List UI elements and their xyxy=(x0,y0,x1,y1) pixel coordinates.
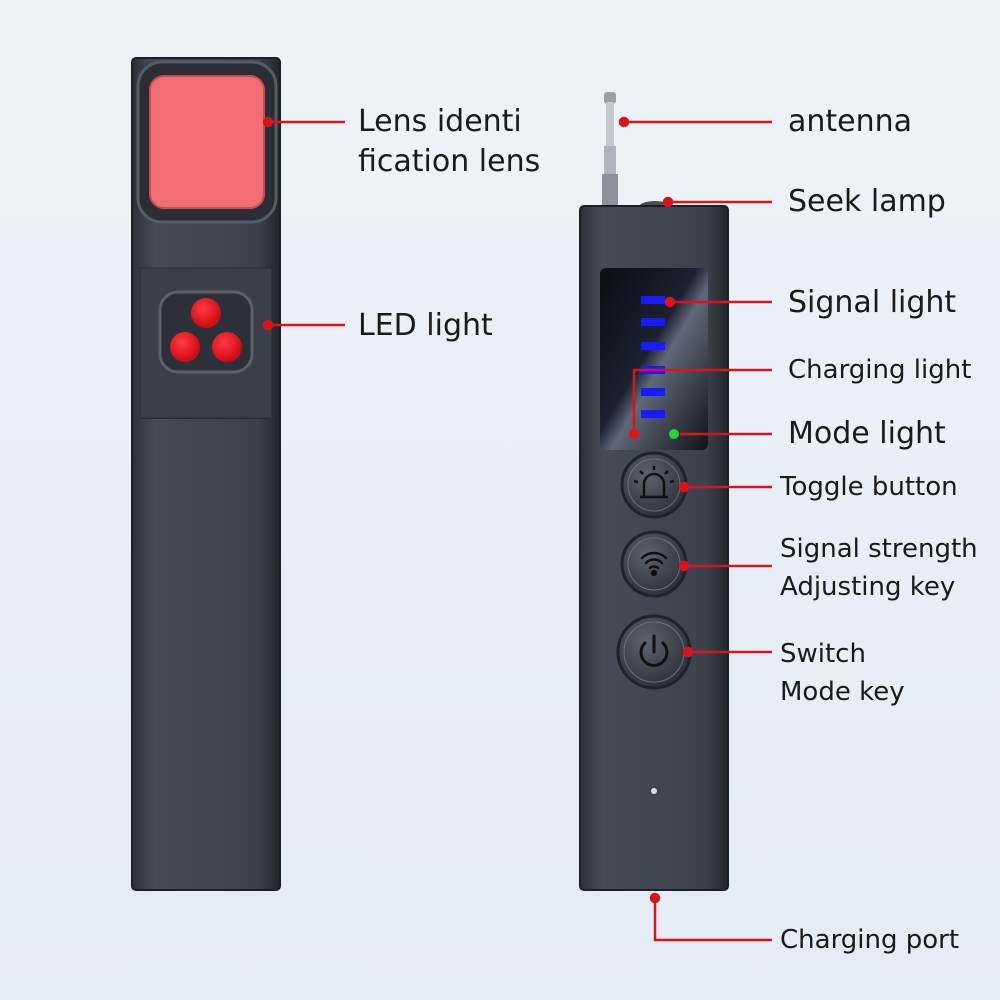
switch-mode-label-line2: Mode key xyxy=(780,677,905,707)
display-screen xyxy=(600,268,708,450)
mode-light xyxy=(669,429,679,439)
lens-label-line2: fication lens xyxy=(358,144,541,179)
charging-light-label: Charging light xyxy=(788,355,972,385)
switch-mode-label-line1: Switch xyxy=(780,639,866,669)
pinhole xyxy=(651,788,657,794)
callout-lines xyxy=(262,116,772,942)
signal-strength-adjusting-key[interactable] xyxy=(620,530,688,598)
led-light-left xyxy=(170,332,200,362)
left-device xyxy=(131,57,281,891)
left-device-body xyxy=(132,58,280,890)
switch-mode-label: Switch Mode key xyxy=(780,635,905,711)
mode-light-label: Mode light xyxy=(788,416,946,451)
signal-bar xyxy=(641,296,665,304)
power-icon xyxy=(639,634,669,667)
toggle-button[interactable] xyxy=(620,451,688,519)
signal-strength-label-line1: Signal strength xyxy=(780,534,978,564)
led-light-top xyxy=(191,298,221,328)
charging-light xyxy=(629,429,639,439)
antenna xyxy=(606,102,614,148)
charging-port-label: Charging port xyxy=(780,925,960,955)
signal-bar xyxy=(641,388,665,396)
signal-strength-label-line2: Adjusting key xyxy=(780,572,956,602)
wifi-icon xyxy=(640,551,668,577)
signal-light-label: Signal light xyxy=(788,285,957,320)
signal-bar xyxy=(641,342,665,350)
seek-lamp-label: Seek lamp xyxy=(788,184,946,219)
lens-label-line1: Lens identi xyxy=(358,104,522,139)
led-label: LED light xyxy=(358,308,493,343)
right-device xyxy=(579,92,729,891)
toggle-button-label: Toggle button xyxy=(780,472,958,502)
identification-lens xyxy=(150,76,264,208)
signal-bar xyxy=(641,410,665,418)
switch-mode-key[interactable] xyxy=(616,614,692,690)
siren-icon xyxy=(633,466,675,499)
lens-label: Lens identi fication lens xyxy=(358,102,540,182)
signal-strength-label: Signal strength Adjusting key xyxy=(780,530,978,606)
led-light-right xyxy=(212,332,242,362)
signal-bar xyxy=(641,318,665,326)
antenna-label: antenna xyxy=(788,104,913,139)
